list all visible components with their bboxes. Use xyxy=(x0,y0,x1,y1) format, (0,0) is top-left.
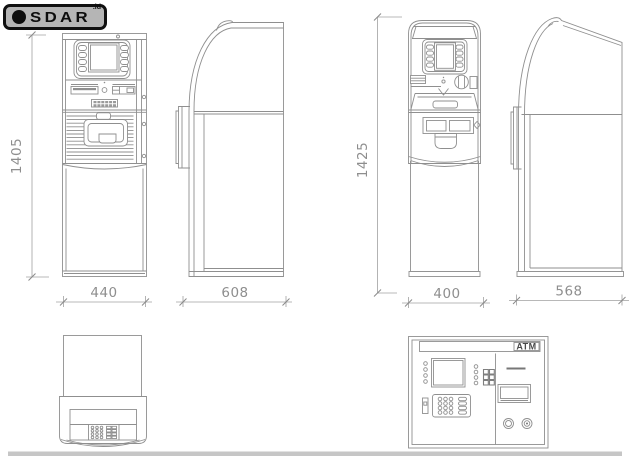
function-key-grid xyxy=(482,368,495,386)
softkeys-left xyxy=(426,44,434,68)
lock-circle xyxy=(521,418,533,429)
card-slot xyxy=(506,367,526,370)
atm-label: ATM xyxy=(516,341,536,351)
indicator-dot xyxy=(103,81,106,84)
cash-dispenser xyxy=(422,117,474,149)
dimension-label-atm1-height: 1405 xyxy=(9,138,25,174)
keyboard-ledge xyxy=(510,106,522,170)
deposit-slot xyxy=(469,76,478,89)
dimension-atm2-width: 400 xyxy=(402,286,490,308)
indicator-dot xyxy=(442,76,445,79)
speaker-knob xyxy=(454,74,469,90)
lock-icon xyxy=(101,87,108,93)
screen-bezel xyxy=(73,39,131,79)
card-reader xyxy=(112,84,136,95)
chevron-mark xyxy=(438,88,449,96)
speaker-circle xyxy=(503,418,514,429)
dimension-label-atm2-width: 400 xyxy=(433,286,460,302)
keypad-ledge xyxy=(410,93,479,111)
logo-circle-icon xyxy=(12,10,26,24)
softkeys-right xyxy=(473,364,479,386)
header-strip xyxy=(419,341,541,352)
top-canopy xyxy=(412,26,477,39)
keyboard-ledge xyxy=(175,106,190,169)
logo-suffix-text: .id xyxy=(92,4,101,11)
logo-brand-text: SDAR xyxy=(30,8,92,26)
dimension-atm1-depth: 608 xyxy=(176,285,292,307)
softkeys-left xyxy=(423,361,428,384)
softkeys-right xyxy=(120,45,129,72)
dimension-atm1-width: 440 xyxy=(56,285,152,307)
atm1-plan-view xyxy=(59,335,147,447)
lock-icon xyxy=(441,79,446,84)
keypad xyxy=(91,99,118,108)
atm2-front-view xyxy=(408,20,481,277)
atm1-front-view xyxy=(62,33,147,277)
softkeys-left xyxy=(78,45,87,72)
dimension-label-atm1-width: 440 xyxy=(90,285,117,301)
atm2-side-view xyxy=(510,17,624,277)
side-slot xyxy=(422,397,429,414)
softkeys-right xyxy=(455,44,464,68)
keypad xyxy=(88,424,120,441)
keypad xyxy=(432,394,471,418)
lock-diamond-icon xyxy=(473,120,481,130)
card-reader xyxy=(410,75,441,87)
atm-label-box xyxy=(513,342,540,351)
dimension-atm2-height: 1425 xyxy=(355,13,402,297)
screen-bezel xyxy=(422,39,468,75)
dimension-label-atm2-depth: 568 xyxy=(555,284,582,300)
side-screws xyxy=(141,94,147,159)
dimension-label-atm2-height: 1425 xyxy=(355,142,371,178)
receipt-slot xyxy=(70,84,99,95)
receipt-printer xyxy=(497,384,531,403)
floor-line xyxy=(8,451,622,456)
dimension-label-atm1-depth: 608 xyxy=(221,285,248,301)
dimension-atm2-depth: 568 xyxy=(509,284,629,306)
top-screw-icon xyxy=(116,34,120,39)
sdar-logo: SDAR .id xyxy=(3,4,107,30)
atm1-side-view xyxy=(175,20,284,277)
dispenser-handle xyxy=(83,112,128,147)
keypad xyxy=(432,100,458,109)
screen xyxy=(431,358,466,388)
dimension-atm1-height: 1405 xyxy=(9,31,49,281)
atm-panel-detail: ATM xyxy=(408,336,549,449)
